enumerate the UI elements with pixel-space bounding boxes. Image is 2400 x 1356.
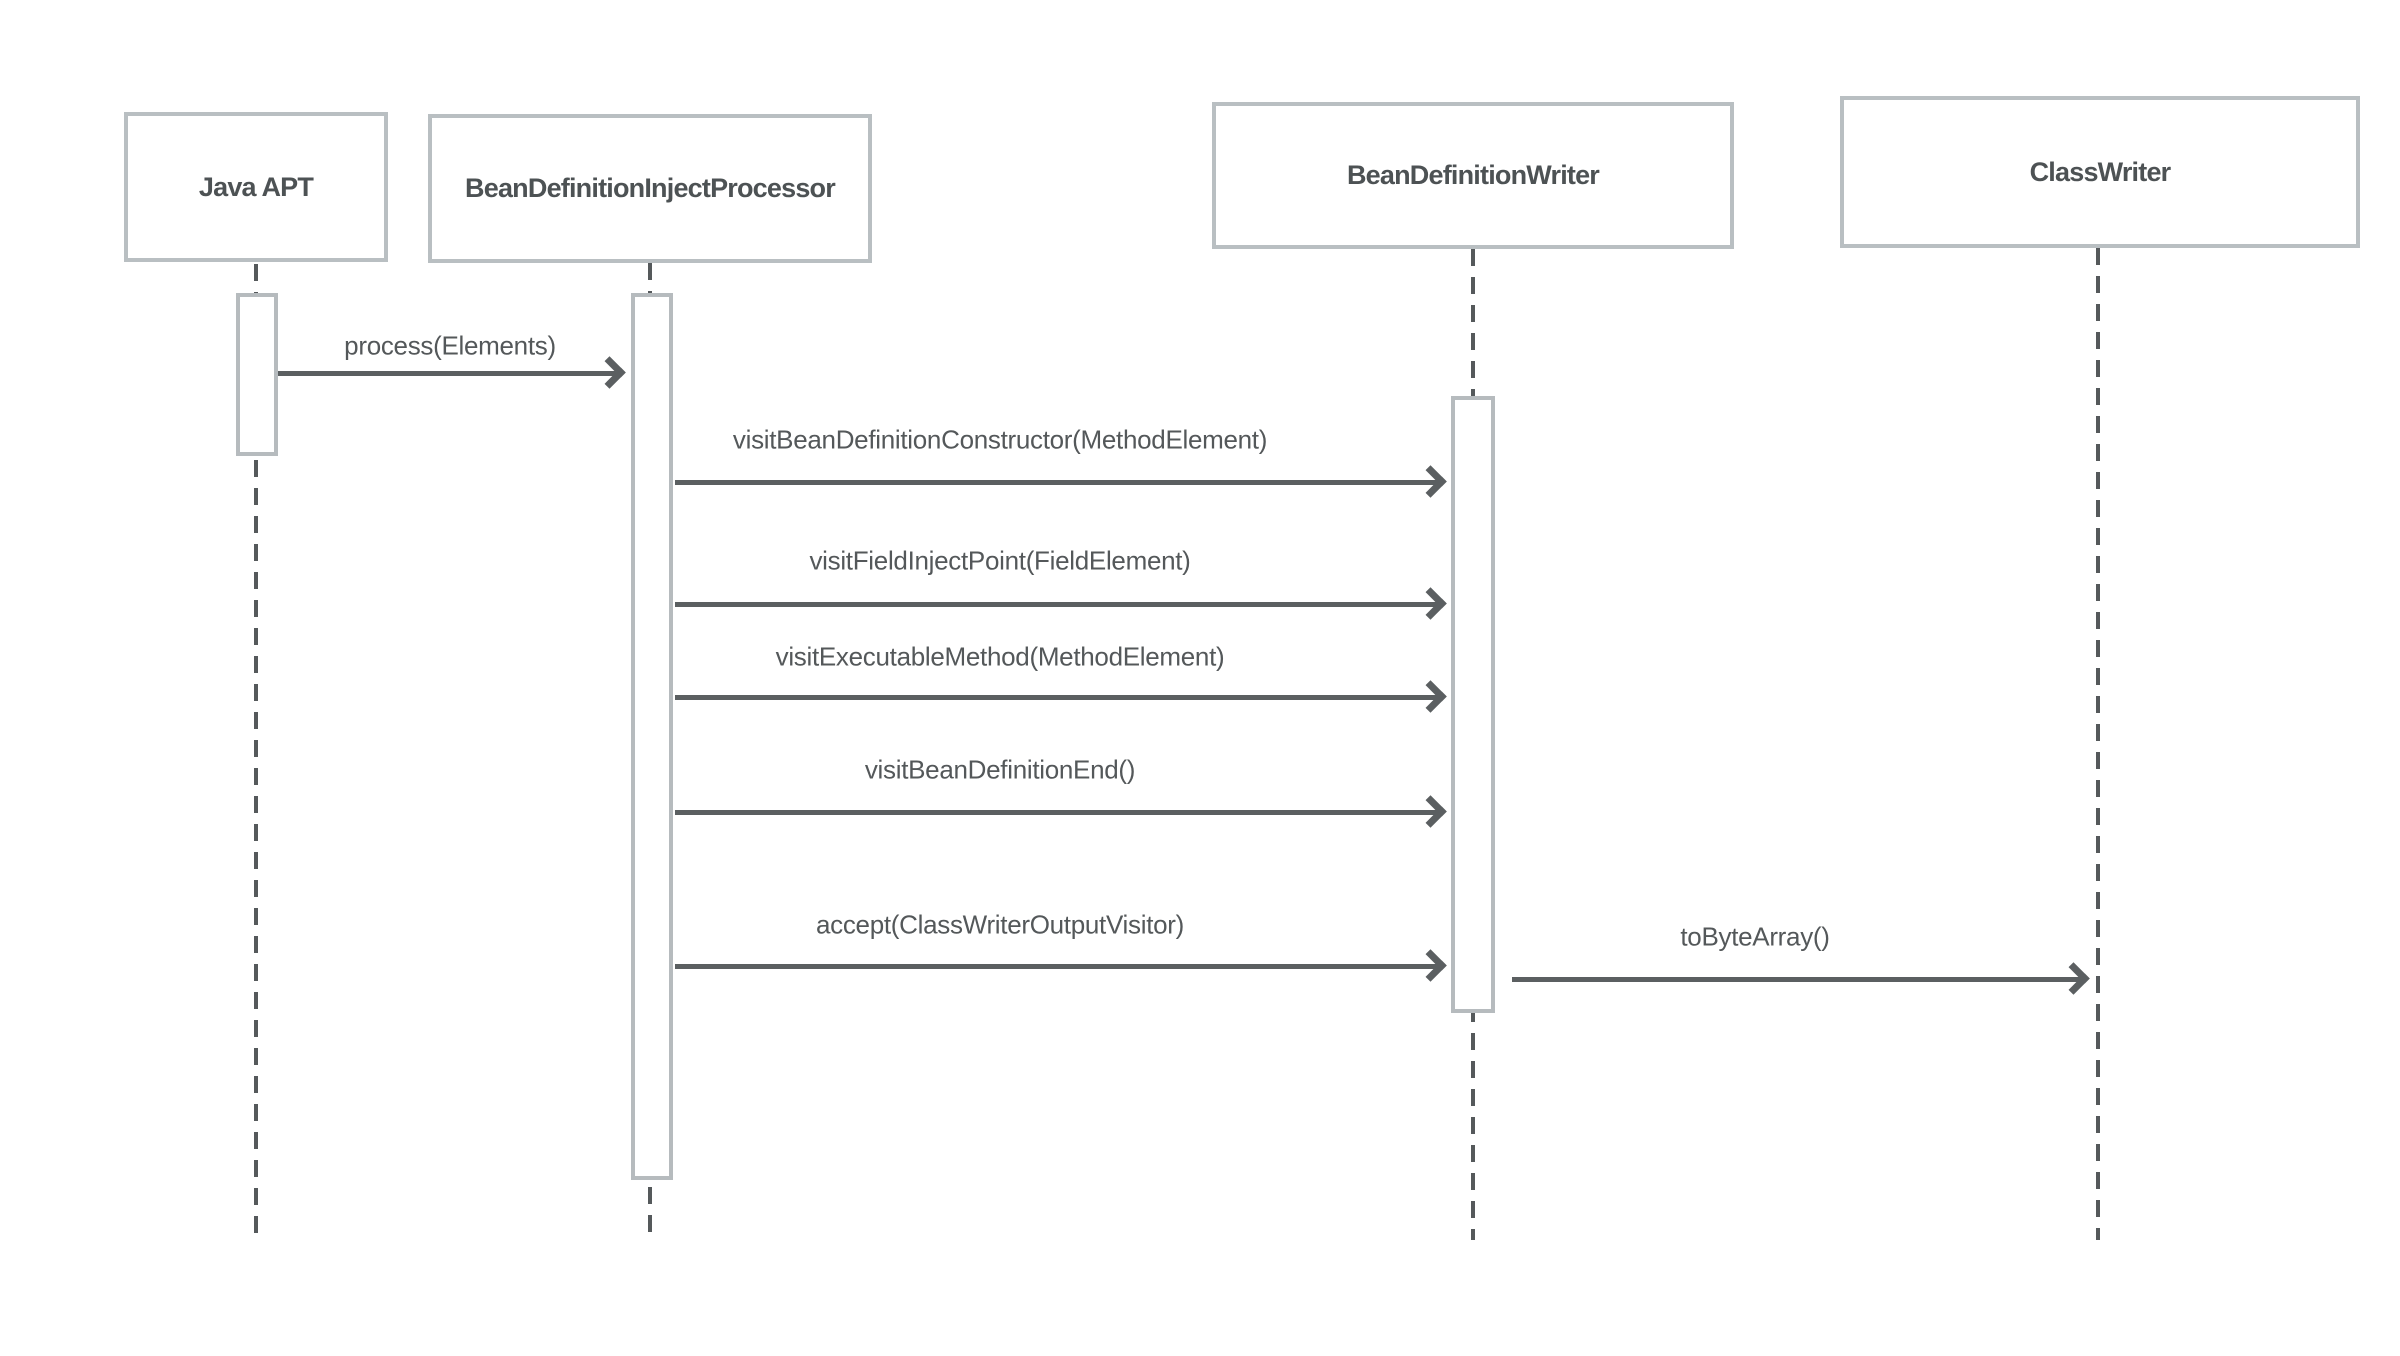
activation-bean-definition-writer [1451, 396, 1495, 1013]
participant-box-bean-definition-writer: BeanDefinitionWriter [1212, 102, 1734, 249]
message-line [675, 602, 1437, 607]
message-label: process(Elements) [344, 330, 556, 361]
message-line [1512, 977, 2080, 982]
message-label: visitBeanDefinitionEnd() [864, 754, 1136, 785]
message-line [675, 810, 1437, 815]
arrowhead-icon [1414, 587, 1447, 620]
message-label: visitFieldInjectPoint(FieldElement) [809, 545, 1191, 576]
arrowhead-icon [593, 356, 626, 389]
arrowhead-icon [1414, 949, 1447, 982]
activation-java-apt [236, 293, 278, 456]
message-line [675, 695, 1437, 700]
lifeline-class-writer [2096, 248, 2100, 1240]
participant-name-bean-definition-inject-processor: BeanDefinitionInjectProcessor [465, 173, 836, 203]
message-line [675, 964, 1437, 969]
participant-name-bean-definition-writer: BeanDefinitionWriter [1346, 160, 1600, 190]
activation-bean-definition-inject-processor [631, 293, 673, 1180]
arrowhead-icon [1414, 795, 1447, 828]
arrowhead-icon [1414, 680, 1447, 713]
message-line [278, 371, 616, 376]
message-line [675, 480, 1437, 485]
message-label: accept(ClassWriterOutputVisitor) [816, 909, 1184, 940]
participant-name-java-apt: Java APT [198, 171, 314, 202]
lifeline-java-apt [254, 264, 258, 1242]
participant-box-java-apt: Java APT [124, 112, 388, 262]
participant-box-bean-definition-inject-processor: BeanDefinitionInjectProcessor [428, 114, 872, 263]
participant-name-class-writer: ClassWriter [2029, 156, 2172, 187]
arrowhead-icon [1414, 465, 1447, 498]
message-label: toByteArray() [1680, 921, 1830, 952]
participant-box-class-writer: ClassWriter [1840, 96, 2360, 248]
arrowhead-icon [2057, 962, 2090, 995]
message-label: visitBeanDefinitionConstructor(MethodEle… [732, 424, 1268, 455]
message-label: visitExecutableMethod(MethodElement) [775, 641, 1225, 672]
